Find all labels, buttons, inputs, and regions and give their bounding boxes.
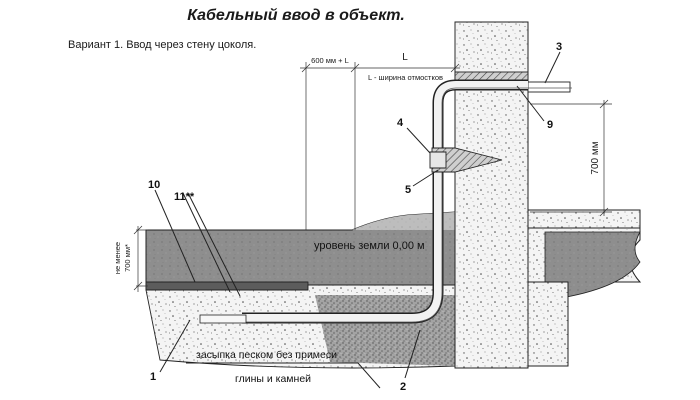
interior-lower-slab <box>527 281 569 367</box>
dim-L-note: L - ширина отмостков <box>368 73 443 82</box>
callout-10: 10 <box>148 179 160 191</box>
cable-sleeve-3 <box>527 81 571 93</box>
diagram-subtitle: Вариант 1. Ввод через стену цоколя. <box>68 39 256 51</box>
dim-700-left-group: не менее 700 мм* <box>113 225 148 292</box>
ground-level-label: уровень земли 0,00 м <box>314 240 425 252</box>
dim-700-left-line2: 700 мм* <box>123 244 132 272</box>
fill-note-line1: засыпка песком без примеси <box>196 349 337 361</box>
dim-700-left-line1: не менее <box>113 242 122 274</box>
interior-slab-upper <box>527 209 641 229</box>
fastener-clamp <box>429 151 447 169</box>
dim-600-label: 600 мм + L <box>311 56 349 65</box>
callout-4: 4 <box>397 117 404 129</box>
soil-mound <box>352 212 455 230</box>
callout-9: 9 <box>547 119 553 131</box>
dim-600-group: 600 мм + L L L - ширина отмостков <box>300 22 460 230</box>
dim-700-right-label: 700 мм <box>590 141 601 174</box>
dim-L-label: L <box>402 52 408 63</box>
callout-3: 3 <box>556 41 562 53</box>
cable-pipe-2-inner <box>242 81 528 322</box>
cable-line <box>200 87 572 323</box>
diagram-title: Кабельный ввод в объект. <box>187 7 405 24</box>
fill-note-line2: глины и камней <box>235 373 311 385</box>
callout-11: 11** <box>174 191 195 203</box>
cable-end-pipe <box>199 314 247 324</box>
leaders <box>154 51 561 389</box>
callout-2: 2 <box>400 381 406 393</box>
dim-700-right-group: 700 мм <box>530 99 612 217</box>
callout-1: 1 <box>150 371 156 383</box>
callout-5: 5 <box>405 184 411 196</box>
